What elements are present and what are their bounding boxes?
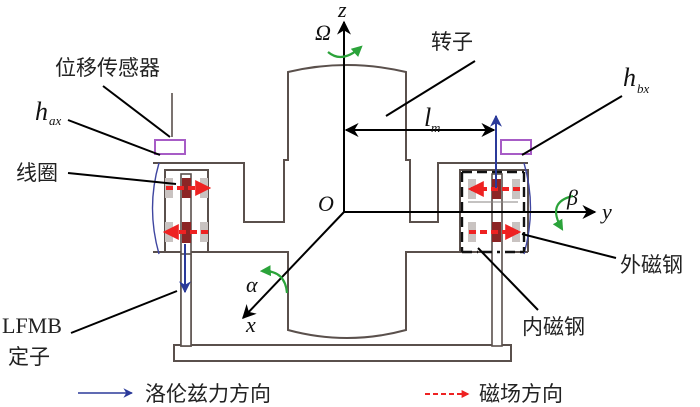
legend-item-lorentz-force: 洛伦兹力方向 — [78, 382, 271, 406]
label-h-ax: h — [35, 97, 48, 126]
label-h-bx: h — [623, 63, 636, 92]
label-h-ax-sub: ax — [49, 113, 62, 128]
label-lm-sub: m — [431, 120, 440, 135]
leader-h-ax — [67, 119, 161, 156]
axis-label-origin: O — [318, 191, 334, 216]
right-outer-shell — [523, 162, 532, 255]
legend-item-magnetic-field: 磁场方向 — [425, 382, 563, 406]
label-rotor: 转子 — [431, 30, 473, 54]
sensor-a — [154, 139, 186, 155]
left-coil-top — [182, 178, 191, 198]
axis-label-z: z — [337, 0, 347, 22]
legend: 洛伦兹力方向 磁场方向 — [78, 382, 563, 406]
legend-magnetic-field-label: 磁场方向 — [479, 382, 563, 406]
leader-coil — [67, 172, 177, 185]
label-stator-line2: 定子 — [8, 345, 50, 369]
leader-rotor — [385, 60, 476, 117]
axis-label-x: x — [245, 312, 256, 337]
left-outer-shell — [151, 162, 160, 255]
legend-lorentz-force-label: 洛伦兹力方向 — [145, 382, 271, 406]
leader-stator — [70, 290, 178, 334]
leader-outer-magnet — [521, 233, 617, 259]
label-h-bx-sub: bx — [637, 81, 650, 96]
label-outer-magnet: 外磁钢 — [620, 253, 683, 277]
axis-label-y: y — [600, 199, 612, 224]
sensor-b — [500, 139, 532, 155]
leader-h-bx — [521, 95, 623, 156]
label-coil: 线圈 — [16, 161, 58, 185]
beta-rotation-arrow — [552, 194, 574, 231]
leader-sensor — [102, 85, 171, 138]
label-lm: l — [424, 103, 431, 132]
right-stator-shaft — [491, 173, 503, 347]
leader-inner-magnet — [477, 247, 539, 311]
axis-label-alpha: α — [246, 272, 258, 297]
label-stator-line1: LFMB — [2, 313, 62, 338]
x-axis — [242, 211, 345, 320]
left-coil-bottom — [182, 222, 191, 243]
base-plate — [173, 344, 512, 362]
omega-rotation-arrow — [327, 45, 363, 59]
label-inner-magnet: 内磁钢 — [522, 315, 585, 339]
label-sensor: 位移传感器 — [55, 56, 160, 80]
axis-label-omega: Ω — [315, 20, 331, 45]
axis-label-beta: β — [566, 185, 578, 210]
alpha-rotation-arrow — [259, 265, 289, 294]
left-housing — [164, 169, 209, 252]
